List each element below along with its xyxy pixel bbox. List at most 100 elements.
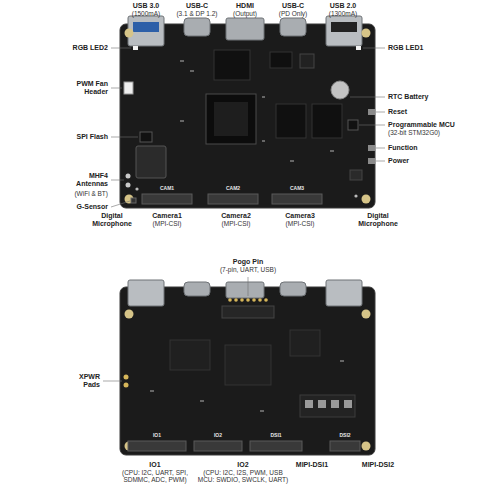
usb2-port <box>326 280 362 306</box>
soc-die <box>214 102 248 136</box>
callout-label: (CPU: I2C, UART, SPI, SDMMC, ADC, PWM) <box>113 469 197 484</box>
callout-label: (CPU: I2C, I2S, PWM, USB MCU: SWDIO, SWC… <box>197 469 289 484</box>
silk-label: DSI2 <box>330 433 360 439</box>
function-button <box>368 145 375 151</box>
silk-label: CAM2 <box>218 186 248 192</box>
inductor <box>300 54 314 68</box>
callout-label: USB 2.0 <box>318 2 368 10</box>
callout-label: (MPI-CSI) <box>142 220 192 227</box>
callout-label: MHF4 Antennas <box>66 172 108 188</box>
usb3-tongue <box>133 22 159 32</box>
usbc-port <box>184 18 210 36</box>
pogo-pin <box>246 298 250 302</box>
pogo-pin <box>228 298 232 302</box>
front-board <box>120 16 375 208</box>
callout-label: RGB LED1 <box>388 44 468 52</box>
pogo-pin <box>234 298 238 302</box>
callout-label: RGB LED2 <box>48 44 108 52</box>
leader-line <box>376 161 385 162</box>
leader-line <box>359 125 385 126</box>
passive <box>200 400 204 402</box>
callout-label: XPWR Pads <box>64 373 100 389</box>
antenna-connector <box>126 174 131 179</box>
passive <box>340 360 344 362</box>
callout-label: HDMI <box>225 2 265 10</box>
leader-line <box>376 112 385 113</box>
callout-label: (1500mA) <box>121 10 171 17</box>
cert-mark <box>344 400 352 408</box>
pogo-pin <box>264 298 268 302</box>
passive <box>260 410 264 412</box>
pcb <box>120 287 375 455</box>
pmic-chip <box>270 52 292 68</box>
mcu-chip <box>348 120 358 130</box>
component-area <box>225 345 271 385</box>
callout-label: MIPI-DSI2 <box>352 461 404 469</box>
callout-label: PWM Fan Header <box>66 80 108 96</box>
mount-hole <box>362 310 371 319</box>
board-logo-mark <box>350 170 362 180</box>
mount-hole <box>362 195 371 204</box>
silk-label: CAM1 <box>152 186 182 192</box>
cert-mark <box>331 400 339 408</box>
camera-connector <box>272 194 322 204</box>
pogo-pin <box>240 298 244 302</box>
rgb-led <box>356 46 361 50</box>
callout-label: RTC Battery <box>388 93 468 101</box>
callout-label: USB 3.0 <box>121 2 171 10</box>
callout-label: Camera1 <box>142 212 192 220</box>
hdmi-port <box>226 18 264 40</box>
callout-label: (MPI-CSI) <box>211 220 261 227</box>
callout-label: (PD Only) <box>271 10 315 17</box>
cert-mark <box>305 400 313 408</box>
callout-label: IO2 <box>197 461 289 469</box>
certification-area <box>300 395 355 417</box>
microphone <box>354 194 357 197</box>
pcb <box>120 24 375 208</box>
component-area <box>290 330 320 356</box>
cert-mark <box>318 400 326 408</box>
usbc-port <box>184 282 210 296</box>
camera-connector <box>142 194 192 204</box>
callout-label: Power <box>388 157 468 165</box>
usbc-port <box>280 282 306 296</box>
passive <box>330 150 334 152</box>
silk-label: CAM3 <box>282 186 312 192</box>
pogo-pins <box>228 298 268 302</box>
hdmi-port <box>226 282 264 298</box>
usbc-port <box>280 18 306 36</box>
back-board <box>120 280 375 455</box>
soc-chip <box>206 94 256 144</box>
silk-label: IO2 <box>203 433 233 439</box>
callout-label: (32-bit STM32G0) <box>388 129 488 136</box>
io-connector <box>194 441 242 451</box>
callout-label: Reset <box>388 108 468 116</box>
xpwr-pad <box>124 375 129 380</box>
mount-hole <box>362 29 371 38</box>
passive <box>180 120 184 122</box>
leader-line <box>111 48 131 49</box>
usb3-port <box>128 280 164 306</box>
callout-label: Camera3 <box>275 212 325 220</box>
leader-line <box>111 137 138 138</box>
callout-label: (1300mA) <box>318 10 368 17</box>
leader-lines <box>111 48 385 207</box>
rtc-battery <box>331 81 349 99</box>
spi-flash-chip <box>140 132 152 142</box>
mount-hole <box>125 29 134 38</box>
mount-hole <box>125 310 134 319</box>
pad-row <box>222 306 274 318</box>
reset-button <box>368 109 375 115</box>
callout-label: USB-C <box>172 2 222 10</box>
callout-label: Digital Microphone <box>353 212 403 228</box>
callout-label: (MPI-CSI) <box>275 220 325 227</box>
callout-label: Camera2 <box>211 212 261 220</box>
usb3-port <box>128 16 164 46</box>
silk-label: IO1 <box>142 433 172 439</box>
callout-label: (3.1 & DP 1.2) <box>169 10 225 17</box>
emmc-chip <box>312 104 342 138</box>
wifi-module <box>136 146 166 178</box>
passive <box>180 60 184 62</box>
passive <box>190 70 194 72</box>
